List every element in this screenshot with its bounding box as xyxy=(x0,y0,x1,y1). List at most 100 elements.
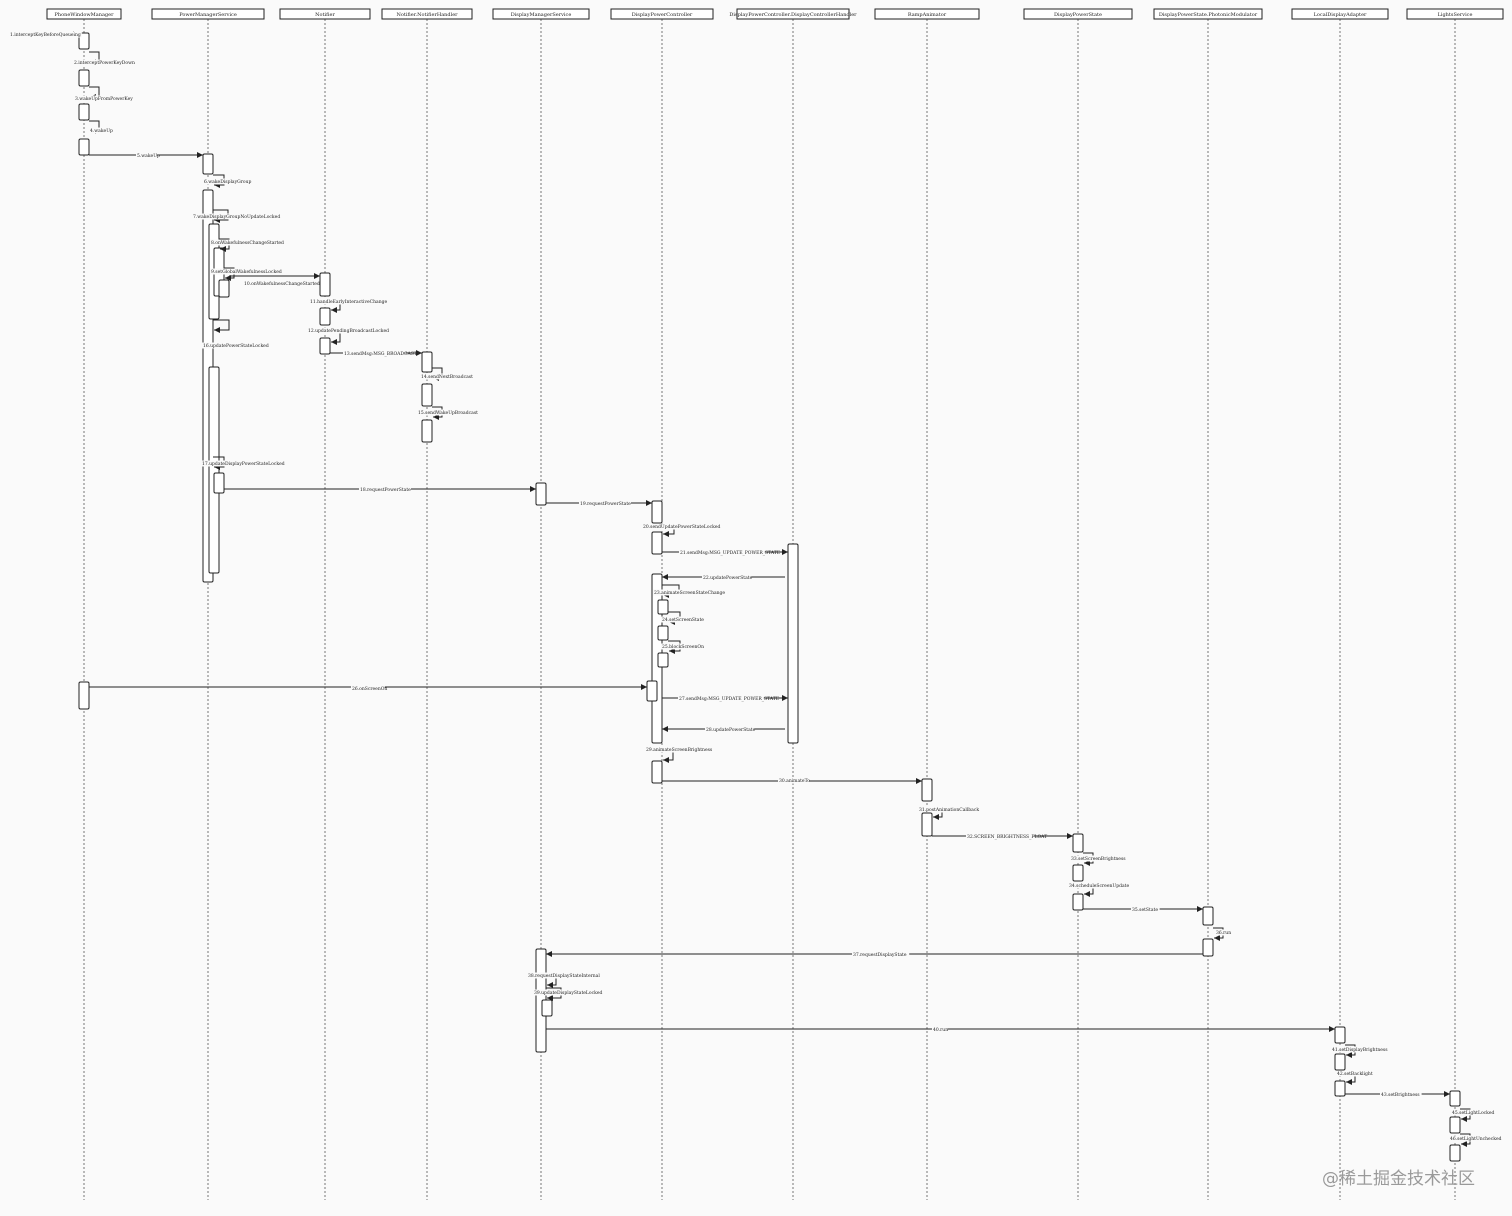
message-label: 30.animateTo xyxy=(779,778,810,784)
watermark: @稀土掘金技术社区 xyxy=(1322,1169,1475,1189)
message-label: 23.animateScreenStateChange xyxy=(654,590,725,596)
message-label: 41.setDisplayBrightness xyxy=(1332,1047,1388,1053)
participant-label: LocalDisplayAdapter xyxy=(1314,12,1367,18)
activation-bar xyxy=(921,812,933,837)
message-label: 31.postAnimationCallback xyxy=(919,807,979,813)
message-label: 10.onWakefulnessChangeStarted xyxy=(244,281,320,287)
message-label-background xyxy=(642,523,718,530)
message-label-background xyxy=(351,685,385,692)
message-label-background xyxy=(852,951,910,958)
participant-box xyxy=(1023,8,1133,20)
activation-bar xyxy=(1449,1144,1461,1162)
message-label-background xyxy=(1380,1091,1422,1098)
activation-bar xyxy=(78,69,90,87)
message-label: 39.updateDisplayStateLocked xyxy=(534,990,603,996)
activation-bar xyxy=(1334,1026,1346,1044)
message-label-background xyxy=(203,178,250,185)
activation-bar xyxy=(421,383,433,407)
message-label-background xyxy=(9,31,82,38)
message-label: 33.setScreenBrightness xyxy=(1071,856,1126,862)
message-label-background xyxy=(417,409,475,416)
activation-bar xyxy=(657,652,669,668)
activation-bar xyxy=(1202,906,1214,926)
message-label: 19.requestPowerState xyxy=(580,501,631,507)
message-label: 14.sendNextBroadcast xyxy=(421,374,473,380)
participant-box xyxy=(151,8,265,20)
participant-label: Notifier xyxy=(315,12,335,18)
message-label: 8.onWakefulnessChangeStarted xyxy=(211,240,284,246)
message-label-background xyxy=(343,350,406,357)
participant-box xyxy=(381,8,473,20)
message-label-background xyxy=(527,972,605,979)
participant-box xyxy=(1153,8,1263,20)
participant-box xyxy=(874,8,980,20)
message-label-background xyxy=(1215,929,1231,936)
message-label: 16.updatePowerStateLocked xyxy=(203,343,269,349)
activation-bar xyxy=(1072,864,1084,882)
message-label-background xyxy=(645,746,713,753)
activation-bar xyxy=(208,366,220,574)
participant-box xyxy=(1406,8,1504,20)
message-label-background xyxy=(533,989,604,996)
activation-bar xyxy=(202,153,214,175)
message-label: 43.setBrightness xyxy=(1381,1092,1420,1098)
activation-bar xyxy=(1072,833,1084,853)
activation-bar xyxy=(421,351,433,373)
activation-bar xyxy=(213,472,225,494)
activation-bar xyxy=(1334,1080,1346,1097)
activation-bar xyxy=(535,482,547,506)
message-label: 42.setBacklight xyxy=(1337,1071,1373,1077)
message-label: 15.sendWakeUpBroadcast xyxy=(418,410,478,416)
activation-bar xyxy=(651,760,663,784)
message-label: 18.requestPowerState xyxy=(360,487,411,493)
message-label-background xyxy=(1451,1109,1496,1116)
message-label: 26.onScreenOn xyxy=(352,686,387,692)
message-label-background xyxy=(136,152,157,159)
activation-bar xyxy=(787,543,799,744)
message-label-background xyxy=(74,95,126,102)
message-label: 20.sendUpdatePowerStateLocked xyxy=(643,524,720,530)
participant-box xyxy=(279,8,371,20)
message-label-background xyxy=(966,833,1034,840)
message-label: 32.SCREEN_BRIGHTNESS_FLOAT xyxy=(967,834,1047,840)
message-label: 6.wakeDisplayGroup xyxy=(204,179,251,185)
message-label: 38.requestDisplayStateInternal xyxy=(528,973,600,979)
activation-bar xyxy=(541,999,553,1017)
participant-label: LightsService xyxy=(1438,12,1473,18)
message-label-background xyxy=(309,298,390,305)
activation-bar xyxy=(921,778,933,802)
activation-bar xyxy=(421,419,433,443)
message-label-background xyxy=(89,127,110,134)
message-label-background xyxy=(1331,1046,1391,1053)
message-label: 11.handleEarlyInteractiveChange xyxy=(310,299,387,305)
activation-bar xyxy=(657,599,669,615)
activation-bar xyxy=(319,272,331,297)
message-label-background xyxy=(73,59,133,66)
participant-box xyxy=(492,8,590,20)
message-label-background xyxy=(201,460,285,467)
message-label: 4.wakeUp xyxy=(90,128,113,134)
message-label: 1.interceptKeyBeforeQueueing xyxy=(10,32,81,38)
message-label-background xyxy=(702,574,752,581)
message-label: 3.wakeUpFromPowerKey xyxy=(75,96,133,102)
message-label: 9.setGlobalWakefulnessLocked xyxy=(211,269,282,275)
activation-bar xyxy=(218,279,230,298)
message-label-background xyxy=(192,213,276,220)
message-label-background xyxy=(210,239,283,246)
activation-bar xyxy=(1202,938,1214,957)
message-label-background xyxy=(918,806,981,813)
activation-bar xyxy=(657,625,669,641)
message-label: 34.scheduleScreenUpdate xyxy=(1069,883,1129,889)
message-label: 22.updatePowerState xyxy=(703,575,753,581)
message-label: 24.setScreenState xyxy=(662,617,704,623)
activation-bar xyxy=(1449,1090,1461,1107)
message-label: 29.animateScreenBrightness xyxy=(646,747,713,753)
message-label-background xyxy=(579,500,631,507)
message-label: 40.run xyxy=(933,1027,948,1033)
message-label-background xyxy=(1336,1070,1375,1077)
participant-label: DisplayManagerService xyxy=(511,12,572,18)
message-label-background xyxy=(653,589,724,596)
self-message-arrow xyxy=(213,319,230,333)
message-label-background xyxy=(705,726,755,733)
message-label-background xyxy=(1131,906,1160,913)
